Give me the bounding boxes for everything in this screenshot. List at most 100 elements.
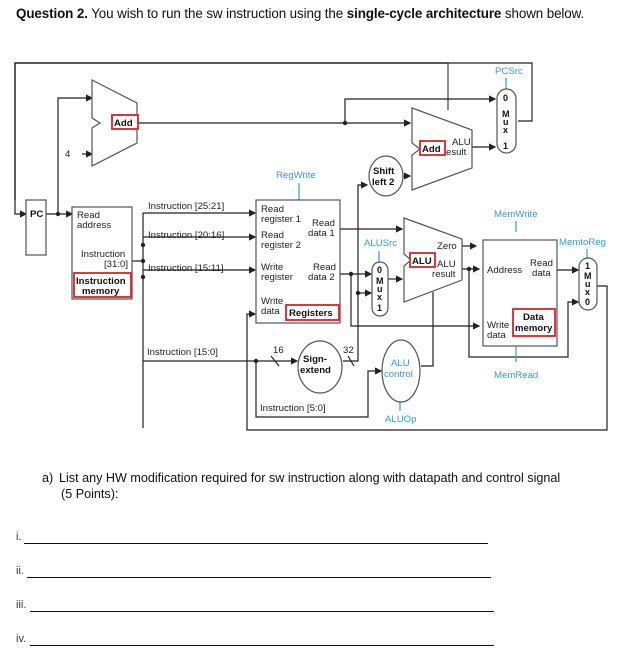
reg-write-register-b: register	[261, 272, 294, 283]
reg-read-register-2-b: register 2	[261, 240, 301, 251]
bus-width-32: 32	[343, 345, 354, 356]
sign-extend-unit	[297, 340, 343, 394]
control-signal-aluop: ALUOp	[385, 414, 416, 425]
pc-register	[25, 199, 47, 256]
alu-zero-output: Zero	[437, 241, 457, 252]
instruction-memory-title: Instruction	[76, 276, 126, 287]
data-memory-title: Data	[523, 312, 544, 323]
instr-mem-read-address-2: address	[77, 220, 111, 231]
part-a-text: List any HW modification required for sw…	[59, 471, 561, 485]
branch-adder-result: ALU	[452, 137, 471, 148]
wires	[14, 62, 608, 431]
registers-title: Registers	[289, 308, 333, 319]
answer-underline	[24, 543, 488, 544]
control-signal-alusrc: ALUSrc	[364, 238, 397, 249]
answer-label: iii.	[16, 599, 27, 611]
alusrc-mux-input-1: 1	[377, 303, 382, 313]
answer-underline	[27, 577, 491, 578]
pc-mux-x: x	[503, 125, 508, 135]
reg-read-data-2: Read	[313, 262, 336, 273]
pc-mux-input-1: 1	[503, 141, 508, 151]
answer-line-ii[interactable]: ii.	[16, 565, 491, 578]
registers-label-box	[285, 304, 340, 321]
memtoreg-mux-x: x	[585, 287, 590, 297]
pc-mux-input-0: 0	[503, 93, 508, 103]
control-signal-memread: MemRead	[494, 370, 538, 381]
pc-mux-u: u	[503, 117, 509, 127]
branch-adder-label: Add	[422, 144, 441, 155]
alusrc-mux-u: u	[377, 284, 383, 294]
memtoreg-mux	[578, 257, 598, 311]
data-memory-title-b: memory	[515, 323, 553, 334]
answer-line-i[interactable]: i.	[16, 531, 488, 544]
alu-control-label-b: control	[384, 369, 413, 380]
register-file	[255, 199, 341, 324]
data-memory-label-box	[512, 308, 556, 337]
answer-underline	[30, 611, 494, 612]
memtoreg-mux-input-1: 1	[585, 261, 590, 271]
dmem-read-data-b: data	[532, 268, 551, 279]
dmem-read-data: Read	[530, 258, 553, 269]
reg-read-data-1-b: data 1	[308, 228, 335, 239]
answer-line-iii[interactable]: iii.	[16, 599, 494, 612]
reg-write-data-b: data	[261, 306, 280, 317]
instruction-memory-label-box	[73, 272, 132, 298]
pc-adder-label-box	[111, 114, 139, 130]
answer-underline	[30, 645, 494, 646]
alusrc-mux-input-0: 0	[377, 265, 382, 275]
instruction-field-5-0: Instruction [5:0]	[260, 403, 326, 414]
dmem-address: Address	[487, 265, 522, 276]
alusrc-mux-x: x	[377, 292, 382, 302]
reg-read-data-2-b: data 2	[308, 272, 335, 283]
reg-read-register-1: Read	[261, 204, 284, 215]
answer-line-iv[interactable]: iv.	[16, 633, 494, 646]
branch-adder-result-b: esult	[446, 147, 467, 158]
control-signal-regwrite: RegWrite	[276, 170, 316, 181]
branch-adder-label-box	[419, 140, 446, 156]
memtoreg-mux-m: M	[584, 271, 592, 281]
reg-write-register: Write	[261, 262, 283, 273]
alusrc-mux-m: M	[376, 276, 384, 286]
alu-control-unit	[381, 339, 421, 403]
dmem-write-data: Write	[487, 320, 509, 331]
control-wires	[298, 78, 588, 411]
part-a-points: (5 Points):	[61, 487, 119, 501]
shift-left-label-b: left 2	[372, 177, 394, 188]
question-prompt: Question 2. You wish to run the sw instr…	[16, 6, 584, 21]
control-signal-memwrite: MemWrite	[494, 209, 538, 220]
reg-read-data-1: Read	[312, 218, 335, 229]
question-text-before: You wish to run the sw instruction using…	[87, 6, 347, 21]
bus-width-16: 16	[273, 345, 284, 356]
part-a-prompt: a) List any HW modification required for …	[42, 471, 561, 501]
pc-adder-label: Add	[114, 118, 133, 129]
pc-label: PC	[30, 209, 43, 220]
answer-label: ii.	[16, 565, 24, 577]
alu-label-box	[409, 252, 436, 268]
alu-result-output: ALU	[437, 259, 456, 270]
pc-mux-m: M	[502, 109, 510, 119]
memtoreg-mux-u: u	[585, 279, 591, 289]
part-a-label: a)	[42, 471, 54, 485]
pc-source-mux	[496, 88, 517, 154]
constant-four: 4	[65, 149, 71, 160]
instruction-field-15-0: Instruction [15:0]	[147, 347, 218, 358]
shift-left-2-unit	[368, 155, 404, 197]
question-number: Question 2.	[16, 6, 88, 21]
instr-mem-instruction-range: [31:0]	[104, 259, 128, 270]
control-signal-memtoreg: MemtoReg	[559, 237, 606, 248]
instruction-field-20-16: Instruction [20:16]	[148, 230, 224, 241]
alu-result-output-b: result	[432, 269, 456, 280]
sign-extend-label-b: extend	[300, 365, 331, 376]
shift-left-label: Shift	[373, 166, 395, 177]
memtoreg-mux-input-0: 0	[585, 297, 590, 307]
instruction-memory-title-2: memory	[82, 286, 120, 297]
sign-extend-label: Sign-	[303, 354, 327, 365]
alusrc-mux	[371, 261, 389, 317]
alu-control-label: ALU	[391, 358, 410, 369]
instruction-field-15-11: Instruction [15:11]	[148, 263, 224, 274]
instr-mem-read-address: Read	[77, 210, 100, 221]
single-cycle-datapath-diagram: PC Add 4 Read address Instruction [31:0]…	[14, 62, 608, 431]
reg-write-data: Write	[261, 296, 283, 307]
answer-label: i.	[16, 531, 22, 543]
instr-mem-instruction: Instruction	[81, 249, 125, 260]
